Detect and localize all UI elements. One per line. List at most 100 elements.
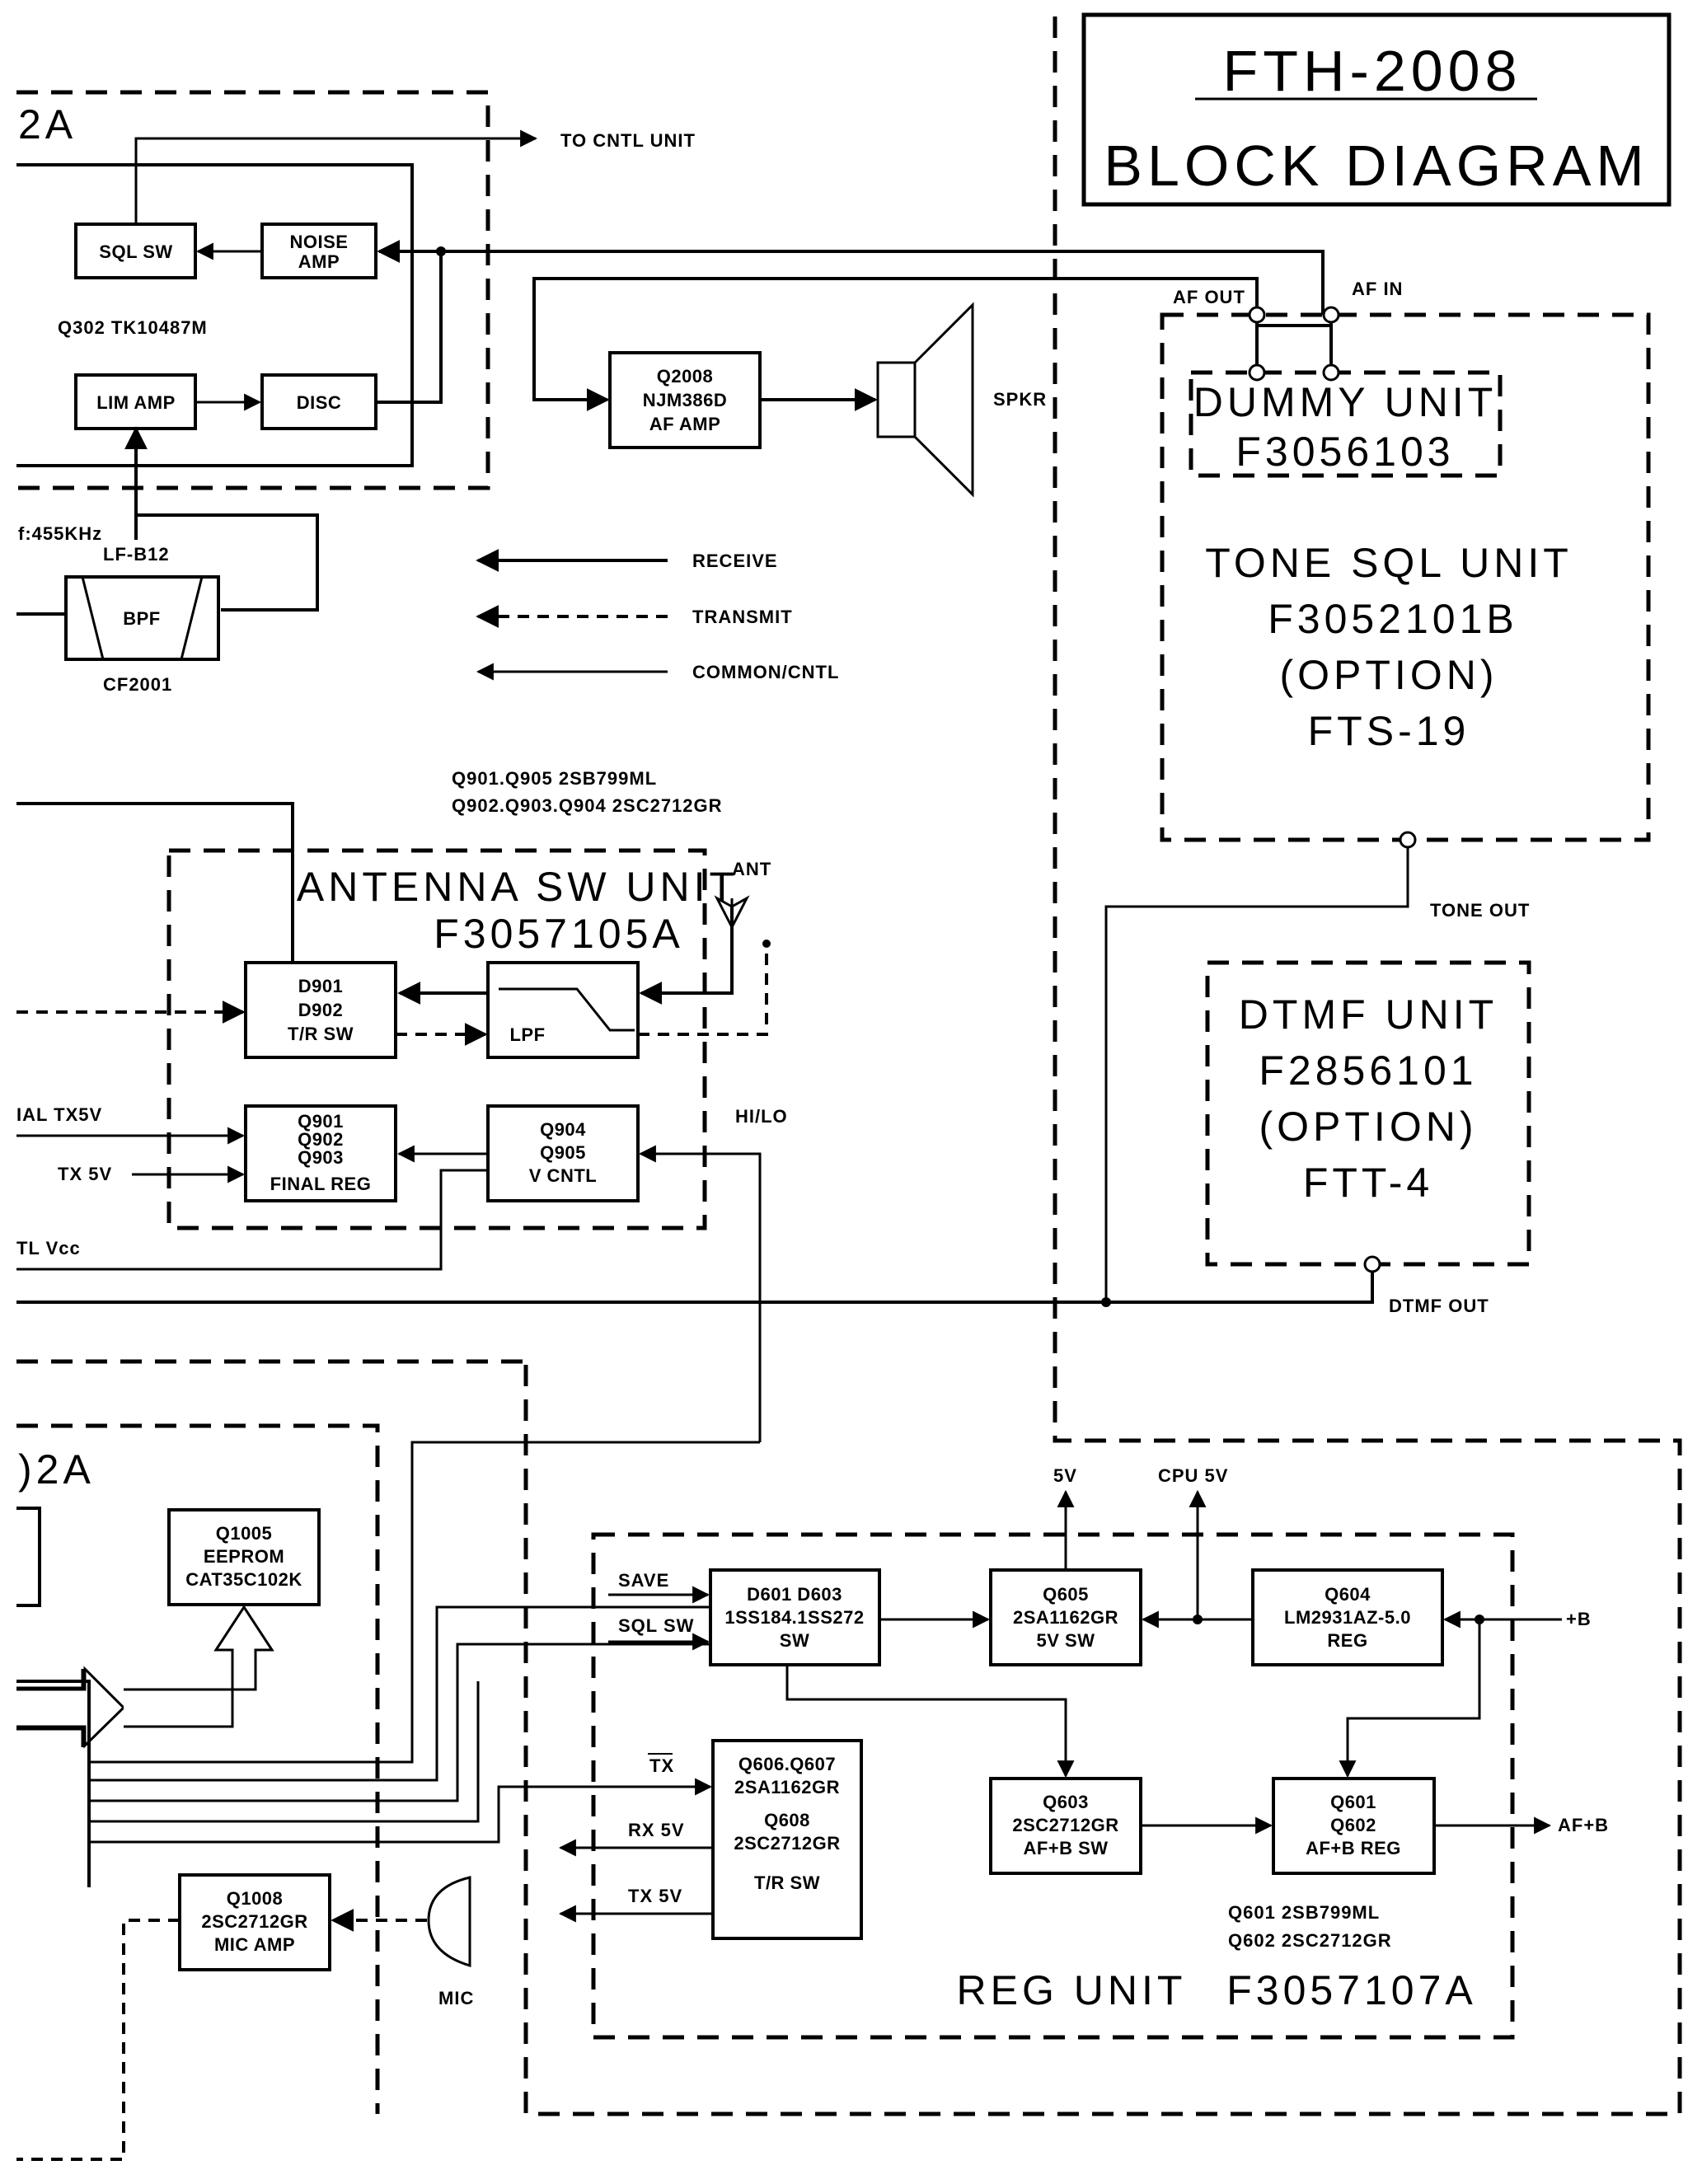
sw-5v-block: Q605 2SA1162GR 5V SW	[989, 1568, 1142, 1666]
reg-unit: REG UNIT F3057107A	[957, 1967, 1473, 2013]
tx-5v-out-label: TX 5V	[628, 1886, 682, 1906]
tone-sql-option: (OPTION)	[1280, 652, 1498, 698]
mic-amp-block: Q1008 2SC2712GR MIC AMP	[178, 1873, 331, 1971]
reg-tr-sw-block: Q606.Q607 2SA1162GR Q608 2SC2712GR T/R S…	[711, 1739, 863, 1940]
reg-wiring	[499, 1489, 1562, 1923]
cntl-bus-wiring	[16, 1441, 760, 1887]
noise-amp-text-1: NOISE	[290, 232, 349, 252]
ant-tr-sw-text-1: D901	[298, 976, 344, 996]
mic-label: MIC	[438, 1988, 474, 2008]
reg-tr-sw-text-4: 2SC2712GR	[734, 1833, 840, 1854]
reg-tr-sw-text-5: T/R SW	[754, 1872, 820, 1893]
legend-receive: RECEIVE	[692, 551, 778, 571]
af-in-label: AF IN	[1352, 279, 1403, 299]
lim-amp-block: LIM AMP	[74, 373, 197, 430]
disc-text: DISC	[297, 392, 342, 413]
reg-unit-name: REG UNIT	[957, 1967, 1187, 2013]
sw-5v-text-2: 2SA1162GR	[1013, 1607, 1118, 1628]
reg-tr-sw-text-2: 2SA1162GR	[734, 1777, 840, 1797]
cpu-5v-label: CPU 5V	[1158, 1465, 1228, 1486]
reg-tr-sw-text-1: Q606.Q607	[738, 1754, 836, 1774]
af-amp-text-1: Q2008	[657, 366, 714, 387]
antenna-sw-part: F3057105A	[434, 911, 684, 957]
save-sw-text-1: D601 D603	[747, 1584, 842, 1605]
dtmf-name: DTMF UNIT	[1239, 991, 1498, 1038]
cntl-unit-label: )2A	[18, 1446, 95, 1493]
mic-icon	[427, 1876, 471, 1968]
dummy-terminals	[1248, 306, 1340, 382]
save-sw-text-3: SW	[780, 1630, 809, 1651]
spkr-label: SPKR	[993, 389, 1047, 410]
lf-b12-label: LF-B12	[103, 544, 170, 565]
freq-label: f:455KHz	[18, 523, 102, 544]
disc-block: DISC	[260, 373, 377, 430]
legend-common: COMMON/CNTL	[692, 662, 839, 682]
ant-tr-sw-block: D901 D902 T/R SW	[244, 961, 397, 1059]
v5-label: 5V	[1053, 1465, 1077, 1486]
ant-label: ANT	[732, 859, 771, 879]
to-cntl-unit-label: TO CNTL UNIT	[560, 130, 696, 151]
rx-5v-label: RX 5V	[628, 1820, 685, 1840]
title-block: FTH-2008 BLOCK DIAGRAM	[1081, 12, 1672, 207]
final-reg-text-2: Q902	[298, 1129, 344, 1150]
afb-reg-block: Q601 Q602 AF+B REG	[1272, 1777, 1436, 1875]
q602-note: Q602 2SC2712GR	[1228, 1930, 1392, 1951]
dummy-unit-name: DUMMY UNIT	[1193, 379, 1498, 425]
sql-sw-text: SQL SW	[99, 241, 172, 262]
dtmf-option: (OPTION)	[1259, 1104, 1478, 1150]
final-reg-text-1: Q901	[298, 1111, 344, 1132]
q302-label: Q302 TK10487M	[58, 317, 208, 338]
ant-tr-sw-text-3: T/R SW	[288, 1024, 354, 1044]
afb-reg-text-3: AF+B REG	[1306, 1838, 1401, 1858]
cpu-block	[16, 1507, 41, 1607]
final-reg-text-4: FINAL REG	[270, 1174, 372, 1194]
hi-lo-label: HI/LO	[735, 1106, 788, 1127]
antenna-sw-unit: ANTENNA SW UNIT F3057105A	[297, 864, 738, 957]
final-tx5v-label: IAL TX5V	[16, 1104, 102, 1125]
reg-5v-block: Q604 LM2931AZ-5.0 REG	[1251, 1568, 1444, 1666]
bpf-block: BPF	[64, 575, 220, 661]
afb-sw-text-1: Q603	[1043, 1792, 1089, 1812]
save-sw-text-2: 1SS184.1SS272	[724, 1607, 864, 1628]
tone-sql-model: FTS-19	[1308, 708, 1470, 754]
final-reg-block: Q901 Q902 Q903 FINAL REG	[244, 1104, 397, 1202]
dtmf-unit: DTMF UNIT F2856101 (OPTION) FTT-4	[1239, 991, 1498, 1206]
dtmf-out-label: DTMF OUT	[1389, 1296, 1489, 1316]
title-model: FTH-2008	[1222, 39, 1521, 103]
q601-note: Q601 2SB799ML	[1228, 1902, 1380, 1923]
legend: RECEIVE TRANSMIT COMMON/CNTL	[476, 549, 839, 682]
v-cntl-text-2: Q905	[540, 1142, 586, 1163]
v-cntl-block: Q904 Q905 V CNTL	[486, 1104, 640, 1202]
lim-amp-text: LIM AMP	[96, 392, 176, 413]
antenna-wiring	[16, 802, 771, 1442]
tone-out-label: TONE OUT	[1430, 900, 1530, 921]
if-unit-label: 2A	[18, 101, 77, 148]
af-amp-text-2: NJM386D	[643, 390, 728, 410]
sw-5v-text-1: Q605	[1043, 1584, 1089, 1605]
mic-amp-text-2: 2SC2712GR	[201, 1911, 307, 1932]
mic-amp-text-3: MIC AMP	[214, 1934, 295, 1955]
lpf-text: LPF	[509, 1024, 545, 1045]
speaker-icon	[876, 302, 974, 498]
eeprom-text-1: Q1005	[216, 1523, 273, 1544]
dtmf-model: FTT-4	[1303, 1160, 1433, 1206]
bpf-text: BPF	[123, 608, 161, 629]
noise-amp-text-2: AMP	[298, 251, 340, 272]
save-label: SAVE	[618, 1570, 669, 1591]
cf2001-label: CF2001	[103, 674, 172, 695]
af-b-label: AF+B	[1558, 1815, 1609, 1835]
tx-5v-in-label: TX 5V	[58, 1164, 112, 1184]
dummy-unit: DUMMY UNIT F3056103	[1193, 379, 1498, 475]
ant-tr-sw-text-2: D902	[298, 1000, 344, 1020]
tone-sql-name: TONE SQL UNIT	[1205, 540, 1573, 586]
antenna-icon	[714, 895, 750, 930]
antenna-sw-name: ANTENNA SW UNIT	[297, 864, 738, 910]
reg-5v-text-3: REG	[1327, 1630, 1367, 1651]
afb-sw-text-2: 2SC2712GR	[1012, 1815, 1118, 1835]
reg-tr-sw-text-3: Q608	[764, 1810, 810, 1830]
final-reg-text-3: Q903	[298, 1147, 344, 1168]
q901-905-label: Q901.Q905 2SB799ML	[452, 768, 657, 789]
reg-5v-text-1: Q604	[1325, 1584, 1371, 1605]
tone-sql-part: F3052101B	[1268, 596, 1518, 642]
